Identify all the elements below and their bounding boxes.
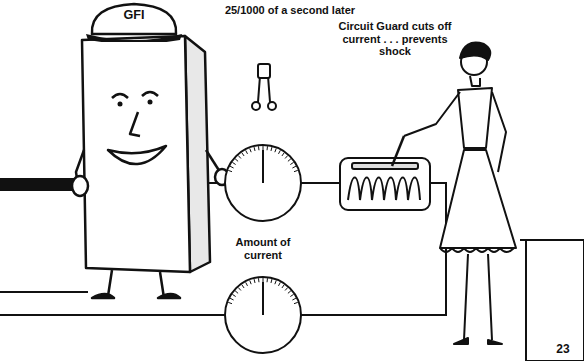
meter-tick [242, 285, 244, 288]
current-meters [225, 145, 301, 353]
meter-tick [294, 170, 298, 171]
meter-tick [290, 294, 293, 296]
meter-tick [270, 279, 272, 283]
meter-tick [228, 170, 232, 171]
meter-tick [254, 147, 256, 151]
meter-tick [246, 150, 248, 154]
meter-tick [267, 146, 268, 150]
page-number: 23 [548, 343, 578, 357]
meter-tick [250, 148, 251, 152]
action-note: Circuit Guard cuts off current . . . pre… [331, 20, 459, 58]
woman-figure [392, 43, 584, 361]
meter-tick [285, 288, 288, 291]
meter-tick [292, 166, 296, 168]
toaster [340, 158, 430, 210]
meter-tick [267, 278, 268, 282]
meter-tick [290, 162, 293, 164]
meter-tick [258, 278, 259, 282]
meter-tick [258, 146, 259, 150]
meter-tick [263, 146, 264, 150]
meter-tick [275, 148, 276, 152]
meter-tick [263, 278, 264, 282]
time-caption: 25/1000 of a second later [190, 4, 390, 17]
meter-tick [282, 153, 284, 156]
meter-tick [254, 279, 256, 283]
meter-tick [235, 159, 238, 162]
meter-tick [232, 162, 235, 164]
meter-tick [288, 159, 291, 162]
meter-tick [292, 298, 296, 300]
meter-tick [282, 285, 284, 288]
meter-tick [250, 280, 251, 284]
meter-tick [278, 150, 280, 154]
meter-tick [294, 302, 298, 303]
meter-tick [238, 156, 241, 159]
gfi-cap: GFI [84, 2, 184, 42]
meter-tick [228, 302, 232, 303]
meter-tick [288, 291, 291, 294]
meter-tick [235, 291, 238, 294]
meter-tick [232, 294, 235, 296]
meter-tick [230, 166, 234, 168]
meter-tick [275, 280, 276, 284]
meter-tick [242, 153, 244, 156]
meter-tick [270, 147, 272, 151]
meter-tick [278, 282, 280, 286]
meter-tick [246, 282, 248, 286]
cap-label: GFI [84, 8, 184, 22]
meter-tick [230, 298, 234, 300]
gfi-character [72, 36, 229, 298]
meter-tick [238, 288, 241, 291]
meter-label: Amount of current [228, 236, 298, 261]
meter-tick [285, 156, 288, 159]
switch-symbol [252, 64, 276, 110]
